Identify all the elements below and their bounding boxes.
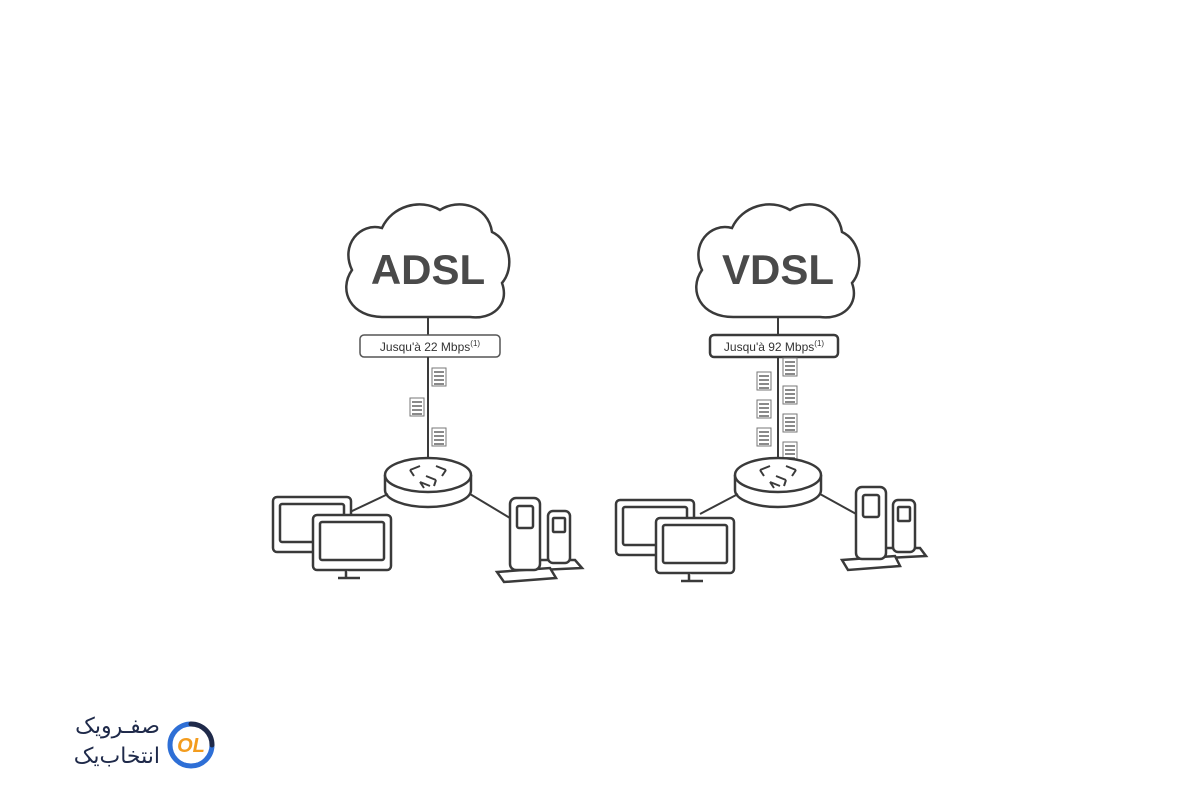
speed-footnote: (1) xyxy=(814,339,824,348)
speed-box xyxy=(359,334,501,358)
data-packet xyxy=(409,397,425,417)
computer-icon xyxy=(614,498,736,583)
speed-footnote: (1) xyxy=(470,339,480,348)
data-packet xyxy=(756,399,772,419)
computer-icon xyxy=(271,495,393,580)
data-packet xyxy=(756,427,772,447)
router xyxy=(383,456,473,509)
brand-name-line1: صفـرویک xyxy=(75,714,160,739)
data-packet xyxy=(431,367,447,387)
vdsl-diagram: VDSL Jusqu'à 92 Mbps(1) xyxy=(614,203,929,583)
speed-box xyxy=(708,333,840,359)
phone-icon xyxy=(839,485,929,572)
data-packet xyxy=(431,427,447,447)
brand-mark-text: OL xyxy=(177,735,205,757)
router-arrows-icon xyxy=(759,465,797,489)
cloud-shape xyxy=(345,203,511,319)
cloud-label: VDSL xyxy=(722,246,834,293)
router-to-phones xyxy=(819,493,859,516)
data-packet xyxy=(782,357,798,377)
brand-name: صفـرویک انتخاب‌یک xyxy=(74,712,160,772)
phone-icon xyxy=(494,496,585,584)
data-packet xyxy=(782,385,798,405)
brand-mark-icon: OL xyxy=(167,721,215,769)
speed-label: Jusqu'à 22 Mbps(1) xyxy=(380,339,480,354)
brand-logo: صفـرویک انتخاب‌یک OL xyxy=(30,712,220,782)
adsl-diagram: ADSL Jusqu'à 22 Mbps(1) xyxy=(271,203,585,584)
data-packet xyxy=(782,413,798,433)
router xyxy=(733,456,823,509)
data-packet xyxy=(756,371,772,391)
speed-label: Jusqu'à 92 Mbps(1) xyxy=(724,339,824,354)
cloud-shape xyxy=(695,203,861,319)
brand-name-line2: انتخاب‌یک xyxy=(73,744,160,769)
cloud-label: ADSL xyxy=(371,246,485,293)
router-to-computers xyxy=(699,493,739,515)
router-arrows-icon xyxy=(409,465,447,489)
router-to-phones xyxy=(469,493,511,519)
router-to-computers xyxy=(349,493,389,513)
